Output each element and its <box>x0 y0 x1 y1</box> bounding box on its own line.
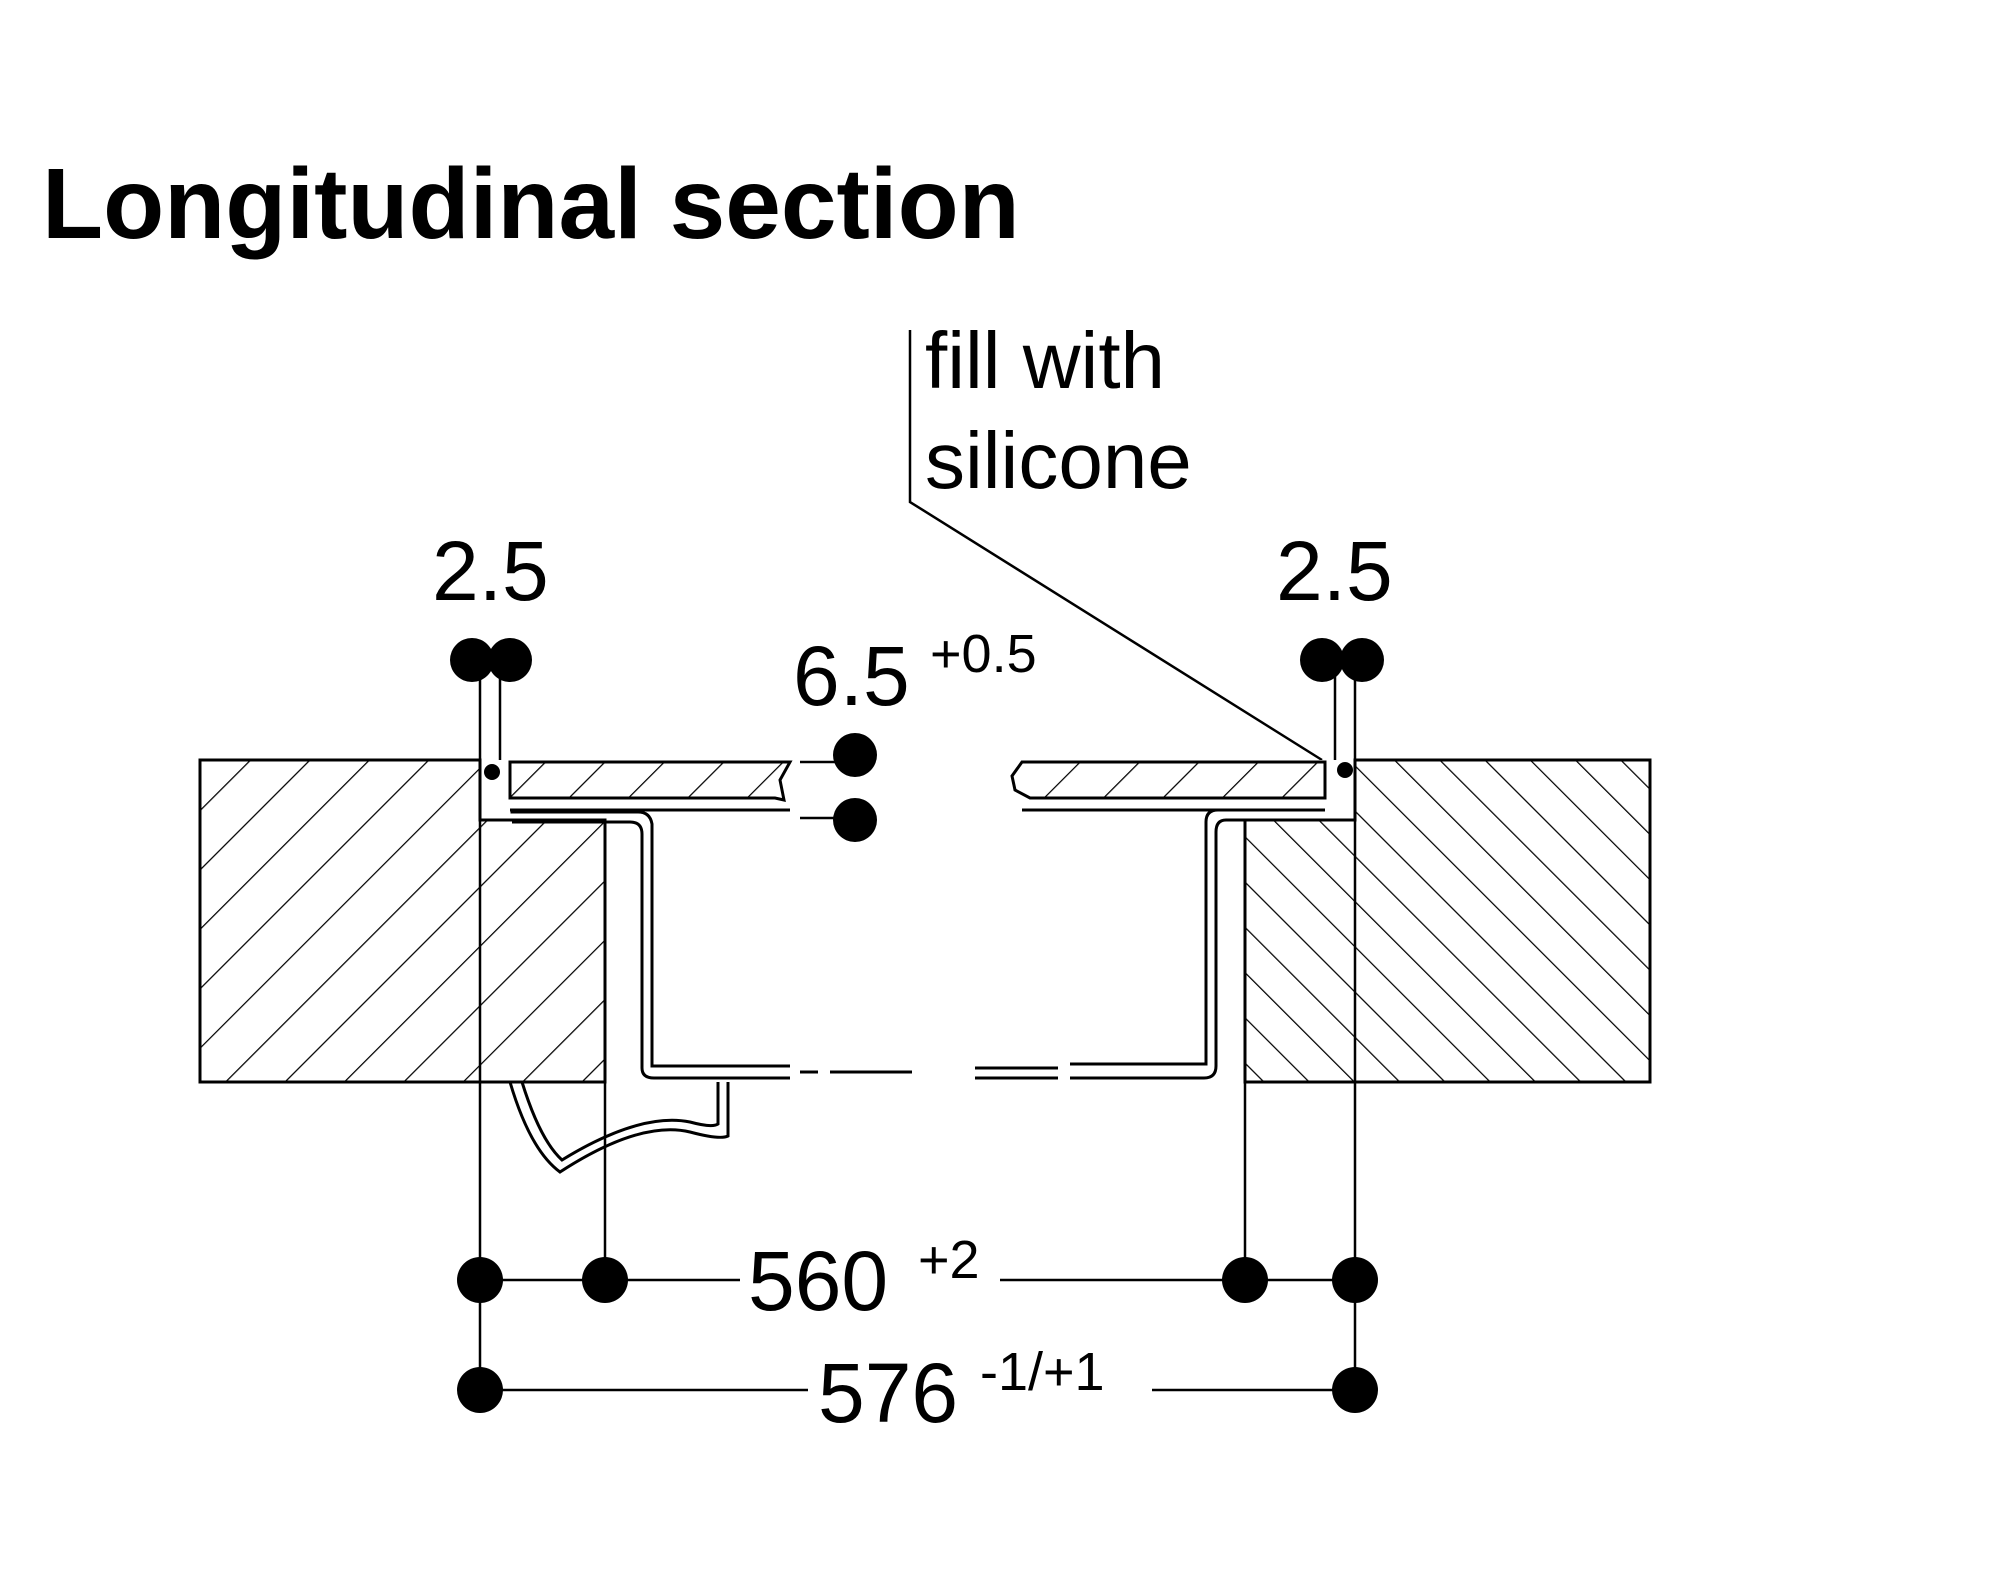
dim-glass-value: 6.5 <box>793 629 910 723</box>
left-worktop-section <box>198 758 607 1084</box>
dim-gap-right-value: 2.5 <box>1276 524 1393 618</box>
dimension-overall-width: 576 -1/+1 <box>457 1342 1378 1440</box>
leader-line <box>908 330 1323 762</box>
annotation-line-2: silicone <box>925 416 1192 505</box>
dimension-glass-thickness: 6.5 +0.5 <box>793 624 1037 842</box>
left-worktop <box>198 758 607 1084</box>
dim-glass-tolerance: +0.5 <box>930 624 1037 684</box>
glass-plate-left <box>508 760 793 812</box>
dim-overall-value: 576 <box>818 1346 958 1440</box>
dim-overall-tolerance: -1/+1 <box>980 1342 1105 1402</box>
dimension-gap-left: 2.5 <box>432 524 549 780</box>
glass-plate-right <box>1010 760 1327 812</box>
hob-frame-left <box>508 810 912 1174</box>
silicone-annotation: fill with silicone <box>908 316 1323 762</box>
dim-gap-left-value: 2.5 <box>432 524 549 618</box>
dimension-cutout-width: 560 +2 <box>457 1230 1378 1328</box>
annotation-line-1: fill with <box>925 316 1165 405</box>
right-worktop-section <box>1243 758 1652 1084</box>
dim-cutout-value: 560 <box>748 1234 888 1328</box>
hob-frame-right <box>975 808 1320 1080</box>
page-title: Longitudinal section <box>42 148 1020 260</box>
dim-cutout-tolerance: +2 <box>918 1230 980 1290</box>
right-worktop <box>1243 758 1652 1084</box>
dimension-gap-right: 2.5 <box>1276 524 1393 778</box>
